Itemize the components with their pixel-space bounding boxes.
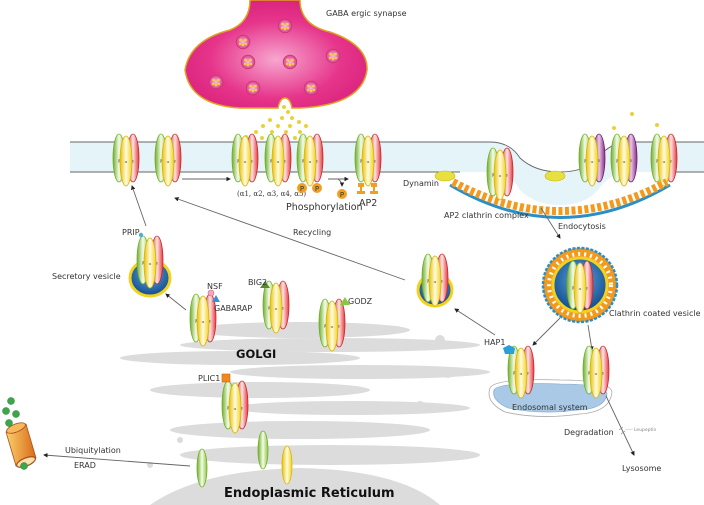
- dynamin-label: Dynamin: [403, 179, 439, 188]
- dynamin-left: [434, 170, 456, 182]
- gabarap-icon: [212, 295, 220, 302]
- ap2-clathrin-label: AP2 clathrin complex: [444, 211, 529, 220]
- er-label: Endoplasmic Reticulum: [224, 486, 395, 501]
- phosphorylation-label: Phosphorylation: [286, 202, 363, 213]
- receptor-er-plic1: [221, 380, 249, 434]
- svg-text:P: P: [300, 185, 304, 193]
- godz-icon: [340, 297, 350, 305]
- recycling-label: Recycling: [293, 228, 331, 237]
- ap2-adaptor: [357, 183, 378, 194]
- presynaptic-terminal: [184, 0, 368, 109]
- svg-text:P: P: [315, 185, 319, 193]
- receptor-golgi-big2: [262, 280, 290, 334]
- alpha-subunit-unassembled: [281, 445, 293, 485]
- phosphate-release-arrow: [337, 178, 345, 187]
- receptor-ap2: [354, 133, 382, 187]
- proteasome: [5, 422, 37, 468]
- ubiquitin-chain: [2, 397, 28, 470]
- recycling-vesicle: [416, 253, 454, 308]
- leupeptin-leader: [624, 428, 634, 431]
- hap1-label: HAP1: [484, 338, 505, 347]
- receptor-membrane-4: [264, 133, 292, 187]
- prip-icon: [138, 232, 144, 238]
- big2-icon: [260, 281, 270, 288]
- nsf-label: NSF: [207, 282, 223, 291]
- godz-label: GODZ: [348, 297, 373, 306]
- receptor-golgi-nsf: [189, 293, 217, 347]
- receptor-endosome-2: [582, 345, 610, 399]
- beta-subunit-unassembled-1: [196, 448, 208, 488]
- golgi-to-vesicle-arrow: [165, 293, 187, 311]
- leupeptin-inhibitor-mark: [618, 426, 626, 435]
- phospho-groups: P P P: [297, 183, 347, 199]
- receptor-delta-2: [610, 133, 638, 187]
- dynamin-right: [544, 170, 566, 182]
- subunit-isoforms-label: (α1, α2, α3, α4, α5): [237, 190, 306, 198]
- erad-arrow: [43, 453, 191, 467]
- receptor-golgi-godz: [318, 298, 346, 352]
- erad-label: ERAD: [74, 461, 96, 470]
- receptor-membrane-2: [154, 133, 182, 187]
- clathrin-vesicle-label: Clathrin coated vesicle: [609, 309, 701, 318]
- golgi-er-organelle: [120, 322, 490, 505]
- receptor-phosphorylated: [296, 133, 324, 187]
- gabarap-label: GABARAP: [214, 304, 252, 313]
- receptor-delta-1: [578, 133, 606, 187]
- hap1-icon: [503, 345, 515, 354]
- receptor-membrane-1: [112, 133, 140, 187]
- clathrin-coated-vesicle: [541, 246, 619, 324]
- ap2-label: AP2: [359, 198, 377, 209]
- ap2-clathrin-pit: [449, 178, 671, 219]
- synapse-label: GABA ergic synapse: [326, 9, 407, 18]
- hap1-recycling-arrow: [454, 308, 496, 336]
- ccv-to-degradation-arrow: [587, 324, 594, 351]
- receptor-in-pit: [486, 147, 514, 201]
- beta-subunit-unassembled-2: [257, 430, 269, 470]
- endocytosis-arrow: [540, 207, 561, 239]
- big2-label: BIG2: [248, 278, 267, 287]
- plic1-label: PLIC1: [198, 374, 220, 383]
- receptor-membrane-3: [231, 133, 259, 187]
- endosomal-label: Endosomal system: [512, 403, 588, 412]
- recycling-arrow: [174, 197, 406, 281]
- ubiquitylation-label: Ubiquitylation: [65, 446, 121, 455]
- secretory-vesicle: [128, 235, 172, 298]
- degradation-label: Degradation: [564, 428, 614, 437]
- plic1-icon: [221, 373, 231, 383]
- degradation-arrow: [605, 395, 635, 456]
- secretory-vesicle-label: Secretory vesicle: [52, 272, 121, 281]
- lysosome-label: Lysosome: [622, 464, 661, 473]
- prip-label: PRIP: [122, 228, 140, 237]
- svg-text:P: P: [340, 191, 344, 199]
- ccv-to-endosome-arrow: [532, 317, 561, 346]
- golgi-label: GOLGI: [236, 347, 276, 361]
- leupeptin-label: Leupeptin: [634, 427, 657, 433]
- nsf-icon: [207, 289, 215, 297]
- receptor-extrasynaptic: [650, 133, 678, 187]
- exocytosis-arrow: [131, 185, 147, 227]
- endocytosis-label: Endocytosis: [558, 222, 606, 231]
